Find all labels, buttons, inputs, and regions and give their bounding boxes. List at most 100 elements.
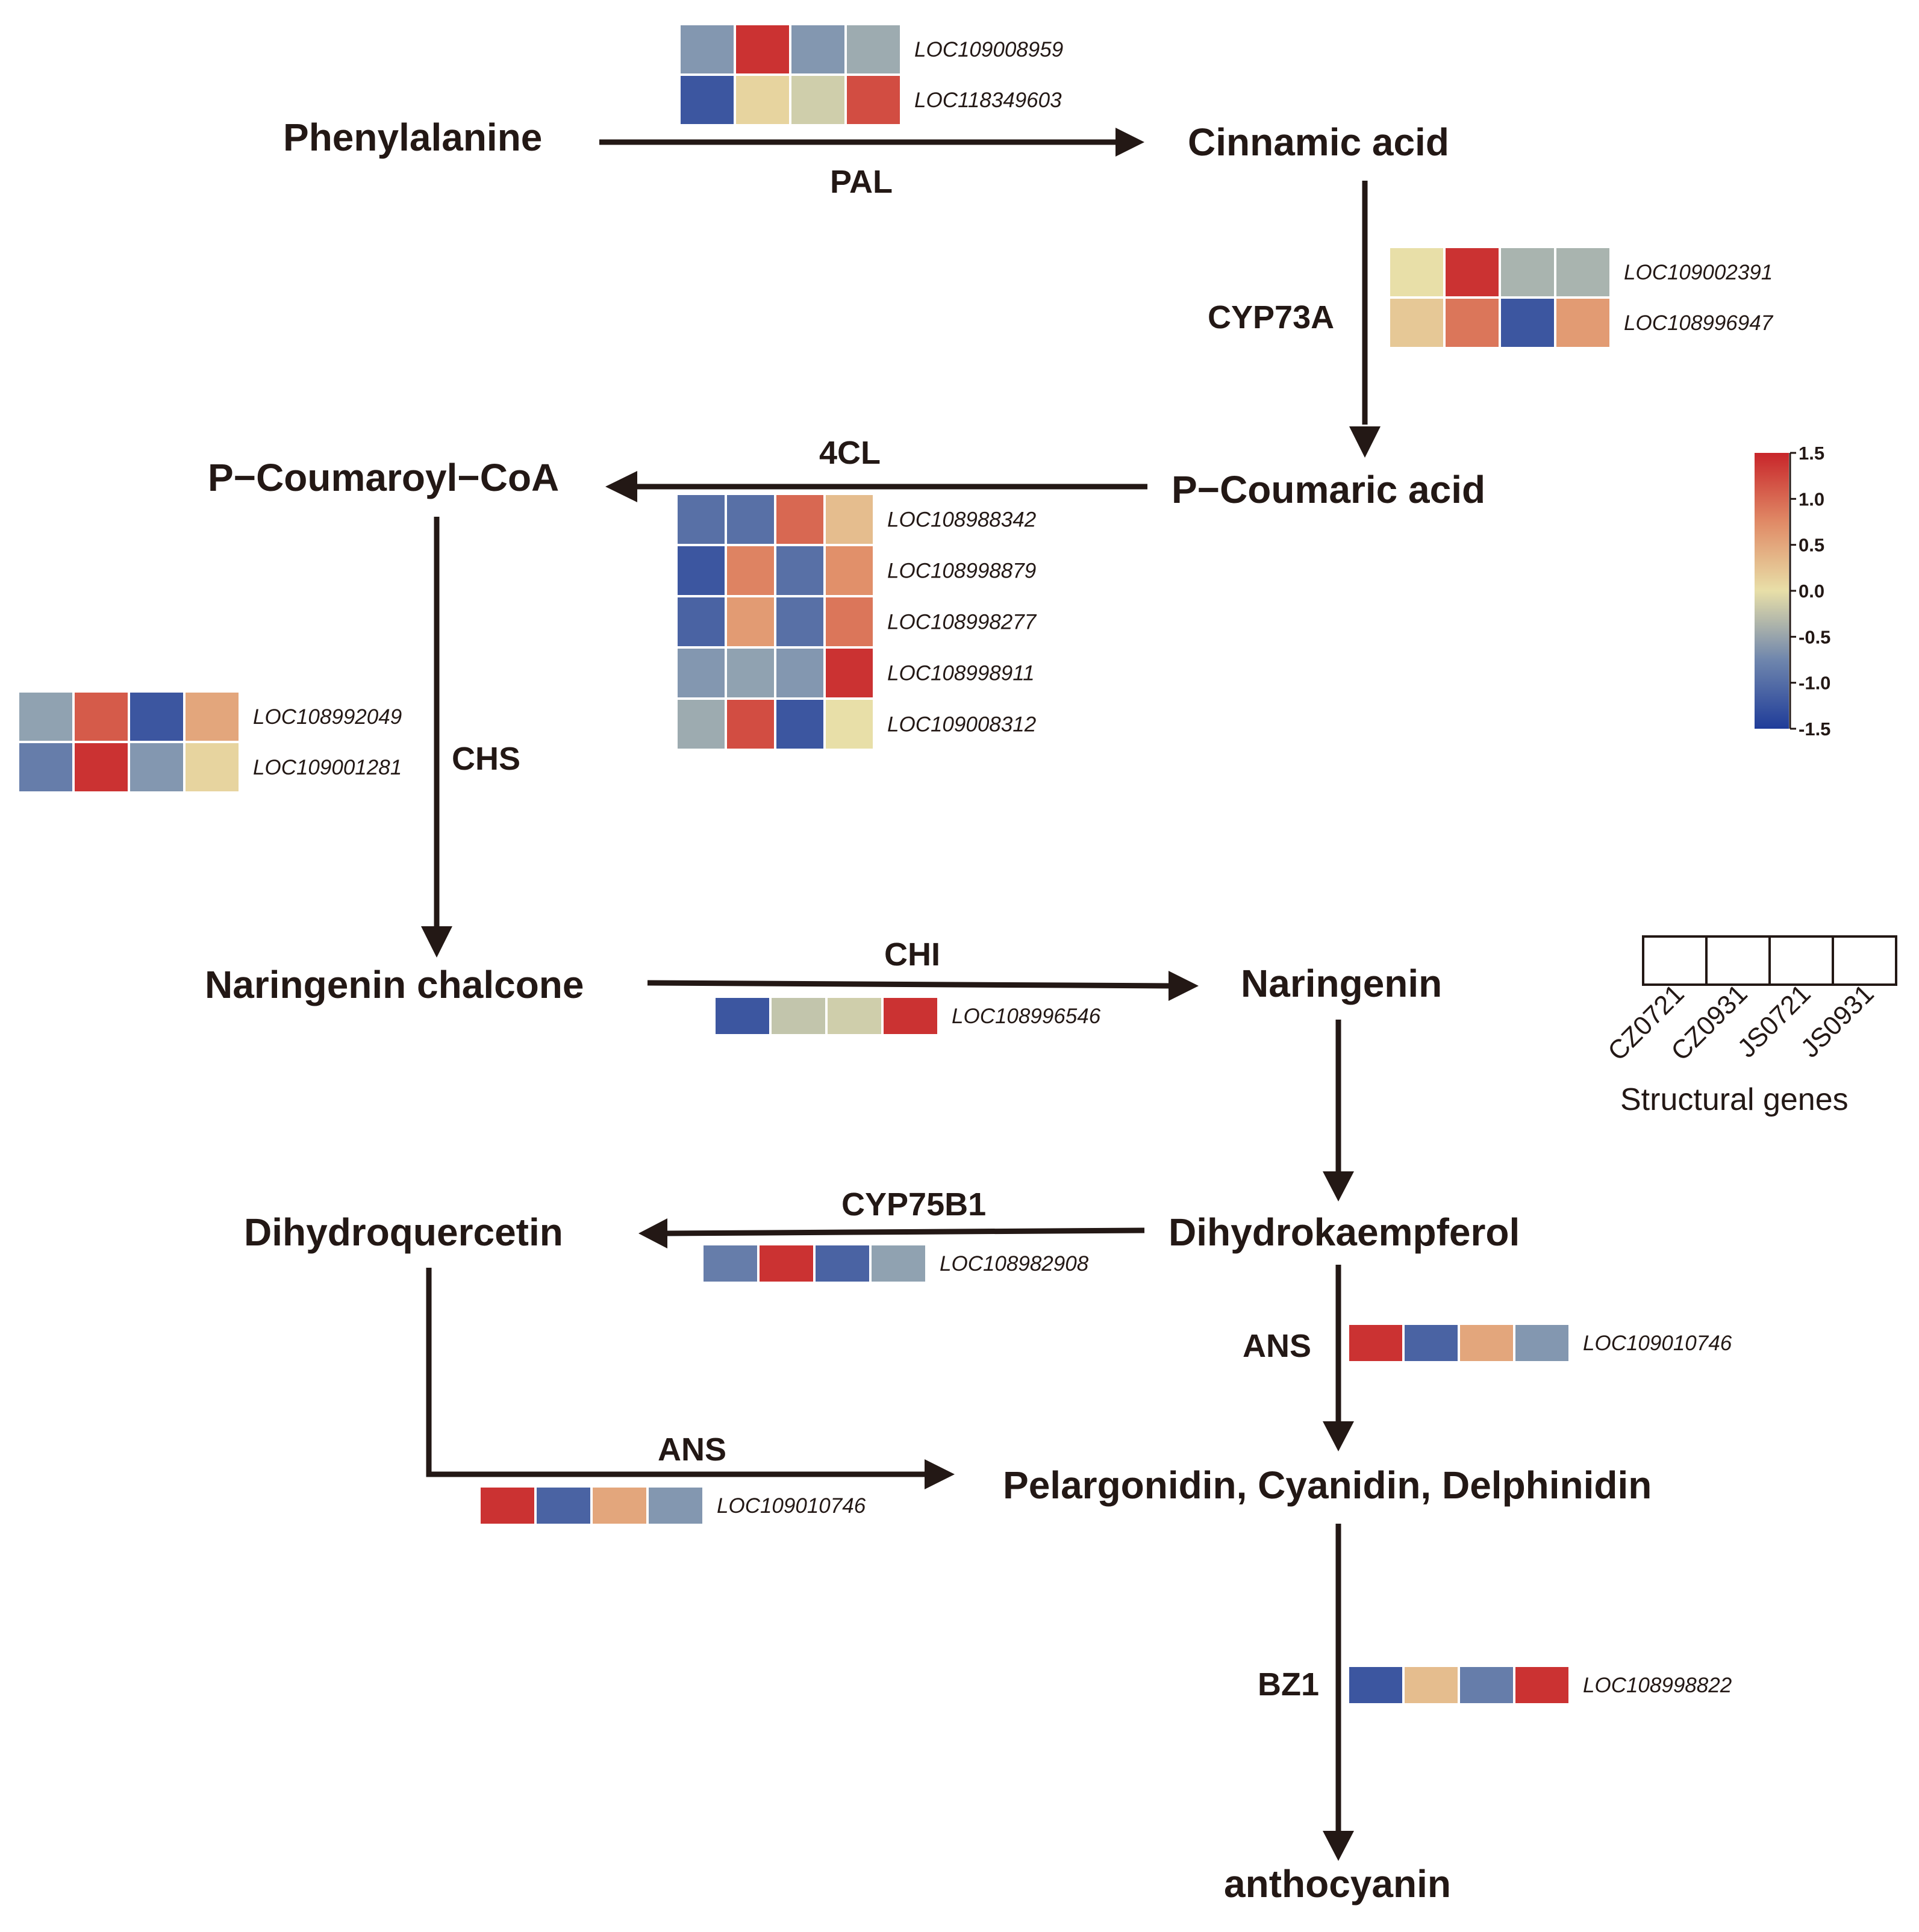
heatmap-cell	[704, 1245, 757, 1282]
color-scale-ticks: 1.51.00.50.0-0.5-1.0-1.5	[1790, 443, 1830, 740]
sample-box	[1642, 935, 1708, 986]
heatmap-cell	[1446, 299, 1499, 347]
gene-label: LOC109008312	[887, 713, 1036, 737]
heatmap-cell	[678, 700, 725, 749]
heatmap-cell	[1515, 1667, 1568, 1703]
heatmap-cell	[1501, 299, 1554, 347]
heatmap-cell	[593, 1488, 646, 1524]
heatmap-cell	[826, 546, 873, 595]
arrow-chi-head	[1169, 971, 1199, 1001]
gene-label: LOC108996546	[952, 1005, 1101, 1028]
enzyme-label-cyp75b1: CYP75B1	[841, 1186, 986, 1223]
heatmap-cell	[1349, 1667, 1402, 1703]
color-scale-tick-label: -1.0	[1799, 673, 1830, 694]
heatmap-cell	[727, 546, 774, 595]
enzyme-label-bz1: BZ1	[1258, 1666, 1319, 1703]
heatmap-cell	[1390, 248, 1443, 296]
enzyme-label-cyp73a: CYP73A	[1208, 299, 1334, 335]
arrow-ans-left	[426, 1268, 925, 1477]
gene-label: LOC108998822	[1583, 1674, 1732, 1697]
heatmap-cell	[1556, 248, 1609, 296]
heatmap-cell	[649, 1488, 702, 1524]
arrow-chi	[647, 980, 1170, 989]
sample-box	[1832, 935, 1897, 986]
arrow-f3h-head	[1323, 1171, 1354, 1201]
heatmap-cell	[816, 1245, 869, 1282]
gene-label: LOC109001281	[253, 756, 402, 779]
heatmap-cell	[186, 743, 239, 791]
heatmap-ans-right: LOC109010746	[1349, 1325, 1732, 1361]
gene-label: LOC108988342	[887, 508, 1036, 532]
enzyme-label-chs: CHS	[452, 741, 520, 777]
gene-label: LOC118349603	[914, 89, 1062, 112]
heatmap-cell	[1349, 1325, 1402, 1361]
arrow-ans-right-head	[1323, 1421, 1354, 1451]
color-scale-bar	[1755, 453, 1789, 729]
heatmap-chi: LOC108996546	[716, 998, 1101, 1034]
compound-dihydrokaempferol: Dihydrokaempferol	[1169, 1211, 1520, 1254]
compound-phenylalanine: Phenylalanine	[283, 116, 542, 159]
heatmap-cyp75b1: LOC108982908	[704, 1245, 1089, 1282]
heatmap-cell	[1405, 1667, 1458, 1703]
color-scale-tick-label: 1.0	[1799, 488, 1824, 509]
heatmap-cell	[736, 76, 789, 124]
arrow-cyp73a-head	[1349, 426, 1381, 458]
heatmap-cell	[847, 25, 900, 73]
heatmap-cell	[828, 998, 881, 1034]
heatmap-cell	[776, 495, 823, 544]
enzyme-label-ans-left: ANS	[658, 1432, 726, 1468]
heatmap-cell	[791, 25, 844, 73]
gene-label: LOC109010746	[1583, 1332, 1732, 1355]
gene-label: LOC108998911	[887, 662, 1035, 685]
compound-p-coumaroyl-coa: P−Coumaroyl−CoA	[208, 456, 559, 499]
heatmap-cell	[872, 1245, 925, 1282]
pathway-arrows	[421, 128, 1381, 1861]
gene-label: LOC108982908	[940, 1252, 1089, 1276]
heatmap-cell	[727, 700, 774, 749]
heatmap-cell	[678, 649, 725, 697]
enzyme-label-4cl: 4CL	[819, 435, 881, 471]
gene-label: LOC109008959	[914, 38, 1063, 61]
color-scale-tick-label: 0.0	[1799, 581, 1824, 602]
heatmap-4cl: LOC108988342LOC108998879LOC108998277LOC1…	[678, 495, 1037, 749]
color-scale-tick-label: -1.5	[1799, 718, 1830, 740]
expression-heatmaps: LOC109008959LOC118349603LOC109002391LOC1…	[19, 25, 1774, 1703]
compound-p-coumaric-acid: P−Coumaric acid	[1172, 468, 1485, 511]
heatmap-cell	[678, 597, 725, 646]
arrow-ans-left-head	[925, 1459, 955, 1489]
heatmap-cell	[186, 693, 239, 741]
heatmap-cell	[776, 597, 823, 646]
heatmap-cell	[537, 1488, 590, 1524]
heatmap-cell	[1446, 248, 1499, 296]
heatmap-cell	[130, 693, 183, 741]
gene-label: LOC108992049	[253, 705, 402, 729]
heatmap-cell	[678, 495, 725, 544]
heatmap-cell	[75, 693, 128, 741]
heatmap-cell	[1460, 1667, 1513, 1703]
arrow-pal-head	[1116, 128, 1144, 157]
compounds: Phenylalanine Cinnamic acid P−Coumaric a…	[205, 116, 1652, 1906]
heatmap-cell	[19, 693, 72, 741]
sample-box	[1768, 935, 1834, 986]
heatmap-cell	[1460, 1325, 1513, 1361]
compound-naringenin-chalcone: Naringenin chalcone	[205, 963, 584, 1006]
arrow-chs-head	[421, 926, 452, 958]
enzyme-label-chi: CHI	[884, 936, 940, 973]
heatmap-cell	[681, 76, 734, 124]
sample-legend-title: Structural genes	[1620, 1082, 1849, 1117]
heatmap-cell	[826, 700, 873, 749]
heatmap-cell	[736, 25, 789, 73]
compound-anthocyanidins: Pelargonidin, Cyanidin, Delphinidin	[1003, 1463, 1652, 1507]
enzyme-labels: PAL CYP73A 4CL CHS CHI CYP75B1 ANS ANS B…	[452, 164, 1334, 1703]
arrow-bz1-head	[1323, 1831, 1354, 1861]
heatmap-cell	[847, 76, 900, 124]
heatmap-cell	[826, 495, 873, 544]
arrow-cyp75b1	[665, 1227, 1145, 1236]
arrow-cyp75b1-head	[638, 1218, 667, 1248]
heatmap-cell	[727, 649, 774, 697]
